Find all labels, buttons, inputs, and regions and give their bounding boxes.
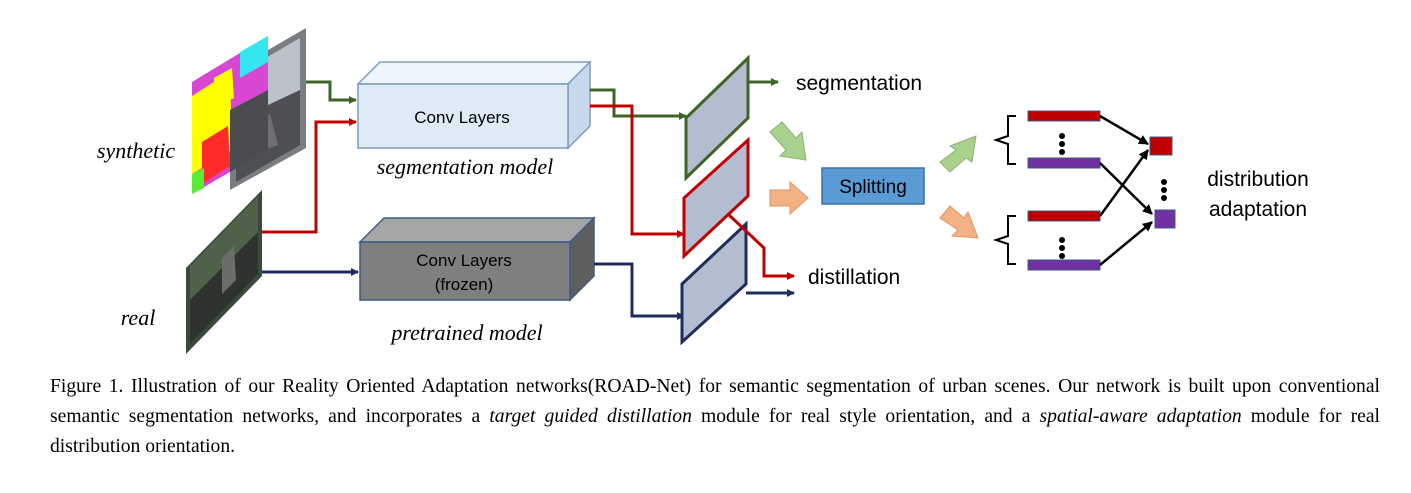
caption-text-2: module for real style orientation, and a: [691, 406, 1040, 427]
architecture-diagram: synthetic real Conv Layers segmentation …: [97, 28, 1309, 354]
conv-layers-label: Conv Layers: [414, 108, 509, 127]
blue-feature-map: [680, 220, 748, 346]
dots-icon: [1059, 237, 1065, 259]
frozen-conv-label-line1: Conv Layers: [416, 251, 511, 270]
purple-top-to-purple-square-arrow: [1099, 162, 1153, 215]
splitting-label: Splitting: [839, 177, 907, 198]
green-block-arrow: [769, 121, 807, 161]
splitting-box: [821, 167, 925, 205]
real-to-conv-arrow: [262, 118, 357, 234]
conv-layers-block: [356, 60, 592, 150]
bottom-bar-group: [992, 210, 1101, 271]
orange-block-arrow: [769, 180, 809, 216]
caption-italic-1: target guided distillation: [489, 406, 692, 427]
orange-output-block-arrow: [939, 205, 979, 239]
synthetic-to-conv-arrow: [306, 80, 357, 104]
green-feature-map: [684, 54, 750, 182]
purple-output-square: [1154, 209, 1176, 229]
red-bottom-to-red-square-arrow: [1098, 149, 1150, 217]
dots-icon: [1161, 179, 1167, 201]
red-feature-map: [682, 136, 750, 260]
red-output-square: [1149, 136, 1173, 156]
top-bar-group: [992, 110, 1101, 169]
green-output-block-arrow: [939, 135, 977, 173]
conv-to-green-feature-arrow: [590, 88, 687, 120]
real-image: [186, 190, 262, 354]
distribution-label-line2: adaptation: [1209, 198, 1307, 221]
frozen-conv-layers-block: [358, 216, 596, 302]
figure-caption: Figure 1. Illustration of our Reality Or…: [50, 372, 1380, 462]
pretrained-model-label: pretrained model: [389, 320, 542, 345]
caption-italic-2: spatial-aware adaptation: [1039, 406, 1242, 427]
distribution-label-line1: distribution: [1207, 168, 1309, 191]
synthetic-image: [192, 28, 306, 194]
purple-bottom-to-purple-square-arrow: [1099, 221, 1153, 266]
conv-to-red-feature-arrow: [590, 104, 685, 238]
distillation-label: distillation: [808, 266, 900, 289]
distillation-red-arrow: [726, 212, 795, 280]
frozen-to-blue-feature-arrow: [594, 262, 685, 320]
frozen-conv-label-line2: (frozen): [435, 275, 494, 294]
real-label: real: [121, 305, 156, 330]
segmentation-model-label: segmentation model: [377, 154, 554, 179]
red-top-to-red-square-arrow: [1099, 114, 1149, 146]
dots-icon: [1059, 133, 1065, 155]
synthetic-label: synthetic: [97, 138, 175, 163]
caption-text-1: Figure 1. Illustration of our Reality Or…: [50, 376, 1380, 427]
segmentation-label: segmentation: [796, 72, 922, 95]
caption-text-3: module for real distribution orientation…: [50, 406, 1380, 457]
